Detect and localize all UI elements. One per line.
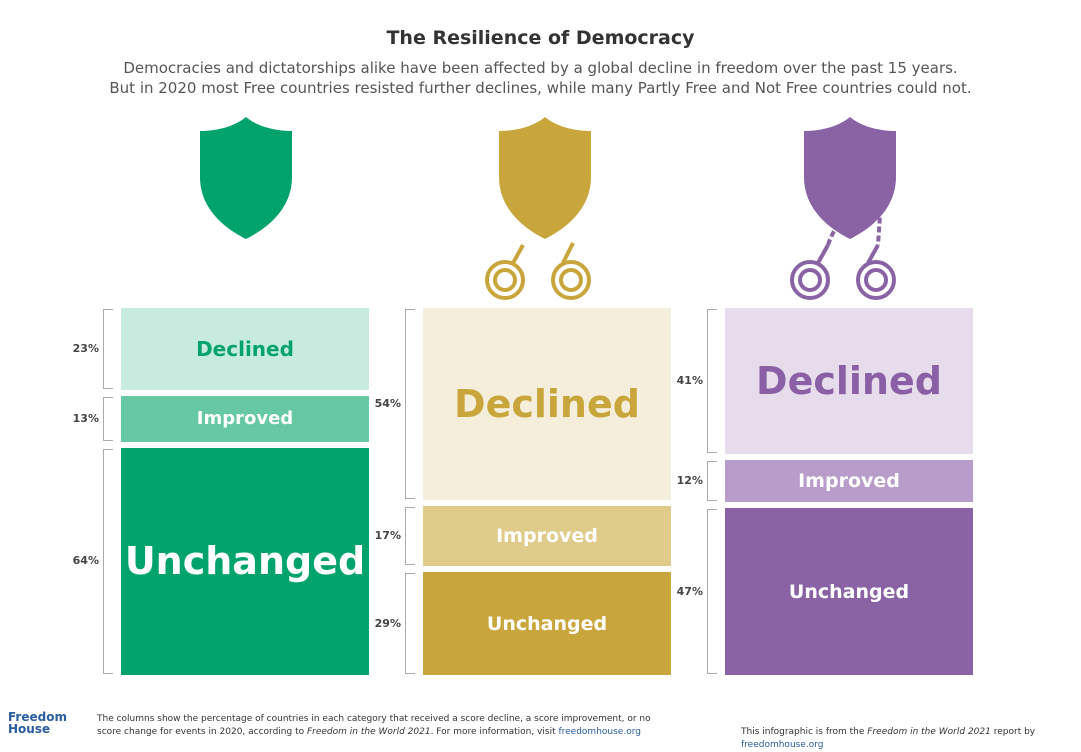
logo-text-2: House <box>8 722 51 736</box>
shield-label-1: PARTLY <box>602 150 680 172</box>
pct-label-partly-free-improved: 17% <box>374 528 401 542</box>
footnote-text: score change for events in 2020, accordi… <box>97 727 307 737</box>
pct-label-free-declined: 23% <box>72 341 99 355</box>
bar-segment-partly-free-improved: Improved <box>423 505 671 567</box>
bracket <box>707 309 717 453</box>
bar-segment-free-improved: Improved <box>121 395 369 442</box>
credit-link[interactable]: freedomhouse.org <box>741 740 824 750</box>
logo-text-1: Freedom <box>8 710 67 724</box>
shield-label-1: FREE <box>315 164 369 186</box>
segment-label: Improved <box>196 408 294 430</box>
segment-label: Declined <box>756 358 942 403</box>
pct-label-not-free-declined: 41% <box>676 373 703 387</box>
bar-segment-partly-free-declined: Declined <box>423 308 671 500</box>
credit-report: Freedom in the World 2021 <box>867 727 991 737</box>
bracket <box>405 573 415 674</box>
bracket <box>405 506 415 566</box>
bracket <box>103 309 113 389</box>
handcuffs-icon <box>485 242 591 300</box>
segment-label: Unchanged <box>788 580 910 603</box>
subtitle-line-1: Democracies and dictatorships alike have… <box>123 59 958 77</box>
footnote-line-1: The columns show the percentage of count… <box>97 714 651 724</box>
bracket <box>405 309 415 499</box>
bar-segment-partly-free-unchanged: Unchanged <box>423 572 671 675</box>
bracket <box>707 460 717 502</box>
bar-segment-free-unchanged: Unchanged <box>121 447 369 675</box>
freedom-house-logo: Freedom House <box>8 711 67 735</box>
credit-text: This infographic is from the <box>741 727 868 737</box>
handcuffs-icon <box>790 209 896 300</box>
shield-partly-free: PARTLY FREE <box>497 115 679 241</box>
bracket <box>707 509 717 674</box>
pct-label-free-unchanged: 64% <box>72 554 99 568</box>
shield-icon <box>200 117 292 239</box>
credit-text-2: report by <box>990 727 1036 737</box>
segment-label: Improved <box>496 524 598 547</box>
pct-label-not-free-unchanged: 47% <box>676 584 703 598</box>
footnote-text-2: . For more information, visit <box>430 727 559 737</box>
pct-label-not-free-improved: 12% <box>676 473 703 487</box>
bar-segment-not-free-unchanged: Unchanged <box>725 508 973 675</box>
shield-icon <box>804 117 896 239</box>
shield-not-free: NOT FREE <box>802 115 973 241</box>
shield-free: FREE <box>198 115 369 241</box>
chart-title: The Resilience of Democracy <box>386 27 695 49</box>
credit: This infographic is from the Freedom in … <box>741 726 1081 752</box>
segment-label: Declined <box>454 381 640 426</box>
bar-segment-not-free-improved: Improved <box>725 459 973 503</box>
pct-label-partly-free-declined: 54% <box>374 396 401 410</box>
shield-label-1: NOT <box>923 150 969 172</box>
segment-label: Unchanged <box>124 539 366 584</box>
segment-label: Improved <box>798 469 900 492</box>
footnote-link[interactable]: freedomhouse.org <box>558 727 641 737</box>
shield-label-2: FREE <box>919 172 973 194</box>
shield-label-2: FREE <box>614 172 668 194</box>
bar-segment-not-free-declined: Declined <box>725 308 973 454</box>
shield-icon <box>499 117 591 239</box>
footnote: The columns show the percentage of count… <box>97 713 651 739</box>
subtitle-line-2: But in 2020 most Free countries resisted… <box>109 79 972 97</box>
bracket <box>103 448 113 674</box>
pct-label-free-improved: 13% <box>72 411 99 425</box>
segment-label: Declined <box>196 336 294 361</box>
bar-segment-free-declined: Declined <box>121 308 369 390</box>
bracket <box>103 396 113 441</box>
segment-label: Unchanged <box>486 612 608 635</box>
pct-label-partly-free-unchanged: 29% <box>374 616 401 630</box>
footnote-report: Freedom in the World 2021 <box>306 727 431 737</box>
